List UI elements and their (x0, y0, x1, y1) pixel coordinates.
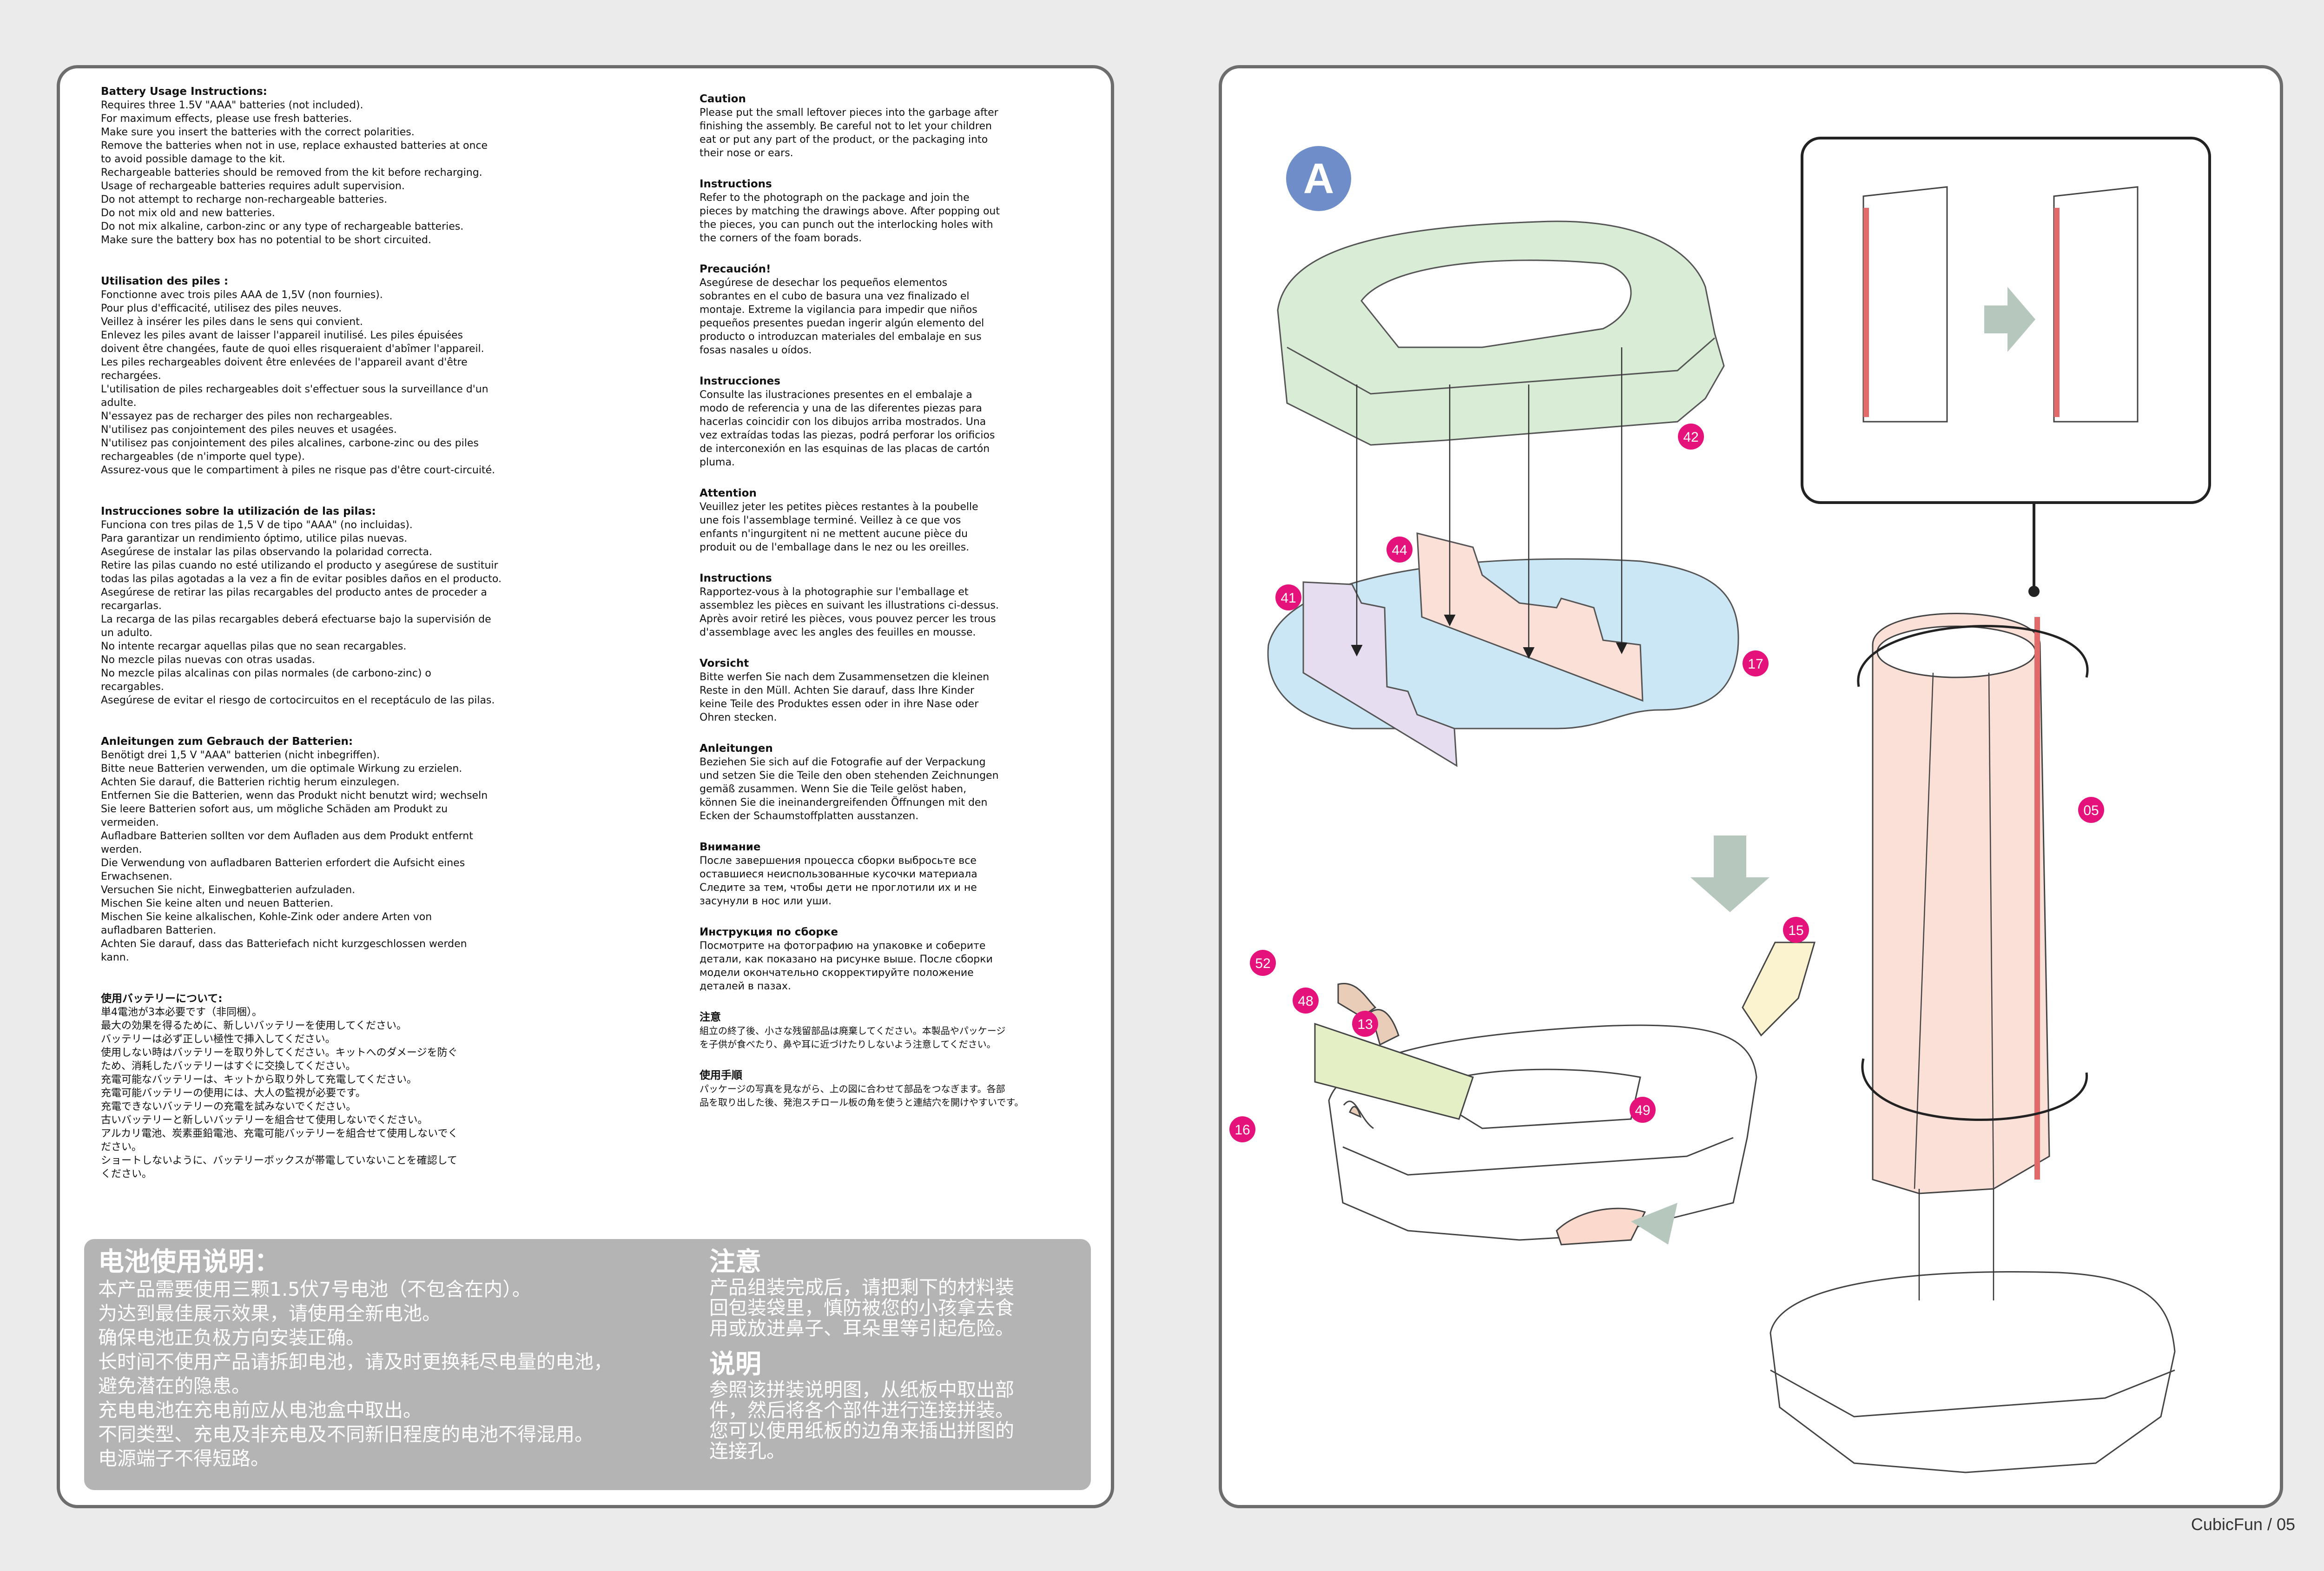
caution-jp: 注意組立の終了後、小さな残留部品は廃棄してください。本製品やパッケージ を子供が… (700, 1011, 1006, 1050)
part-48-tan-piece (1370, 1009, 1400, 1046)
part-15-yellow-piece (1742, 941, 1816, 1037)
inset-dot (2028, 586, 2040, 597)
right-arrow-icon (1984, 287, 2035, 352)
part-42-green-ring (1277, 220, 1725, 446)
svg-text:16: 16 (1235, 1122, 1250, 1138)
battery-column: Battery Usage Instructions:Requires thre… (101, 85, 682, 1209)
part-badge-42: 42 (1678, 424, 1704, 450)
svg-text:05: 05 (2083, 803, 2099, 818)
svg-text:15: 15 (1788, 923, 1803, 938)
battery-fr: Utilisation des piles :Fonctionne avec t… (101, 275, 495, 476)
diagram-panel: A (1219, 65, 2283, 1508)
part-badge-17: 17 (1743, 650, 1769, 676)
svg-text:A: A (1303, 155, 1334, 202)
svg-text:13: 13 (1357, 1017, 1373, 1032)
caution-es: Precaución!Asegúrese de desechar los peq… (700, 263, 984, 356)
down-arrow-icon (1690, 835, 1769, 912)
step-badge: A (1286, 146, 1351, 211)
rotate-arrow-icon (1861, 1058, 2088, 1121)
tower-base (1769, 1189, 2176, 1473)
battery-de: Anleitungen zum Gebrauch der Batterien:B… (101, 736, 488, 963)
part-13-tan-piece (1343, 1100, 1374, 1129)
svg-text:41: 41 (1281, 590, 1296, 606)
chinese-battery: 电池使用说明： 本产品需要使用三颗1.5伏7号电池（不包含在内）。 为达到最佳展… (98, 1247, 613, 1470)
chinese-info-box: 电池使用说明： 本产品需要使用三颗1.5伏7号电池（不包含在内）。 为达到最佳展… (84, 1239, 1091, 1490)
diagonal-arrow-icon (1631, 1203, 1677, 1245)
svg-text:44: 44 (1392, 543, 1407, 558)
part-52-tan-piece (1337, 982, 1377, 1018)
part-13-fill (1349, 1106, 1362, 1118)
battery-es: Instrucciones sobre la utilización de la… (101, 505, 502, 706)
part-badge-48: 48 (1293, 988, 1319, 1014)
battery-jp: 使用バッテリーについて:単4電池が3本必要です（非同梱）。 最大の効果を得るため… (101, 993, 458, 1180)
part-badge-49: 49 (1630, 1097, 1656, 1123)
part-badge-41: 41 (1275, 584, 1301, 610)
part-badge-15: 15 (1783, 917, 1809, 943)
svg-text:49: 49 (1635, 1103, 1650, 1118)
part-05-pink-tower (1872, 613, 2050, 1194)
svg-text:42: 42 (1683, 430, 1698, 445)
rotate-arrow-icon (1857, 625, 2089, 687)
assembly-guide-lines (1351, 347, 1628, 659)
part-49-pink-piece (1556, 1207, 1646, 1246)
part-badge-13: 13 (1352, 1011, 1378, 1037)
text-panel: Battery Usage Instructions:Requires thre… (57, 65, 1114, 1508)
svg-text:48: 48 (1298, 994, 1313, 1009)
part-badge-44: 44 (1386, 537, 1413, 563)
instructions-jp: 使用手順パッケージの写真を見ながら、上の図に合わせて部品をつなぎます。各部 品を… (700, 1069, 1024, 1108)
part-44-pink-wall (1416, 532, 1644, 702)
part-badge-16: 16 (1229, 1116, 1255, 1142)
detail-inset (1801, 137, 2211, 504)
page-footer: CubicFun / 05 (2191, 1515, 2295, 1534)
part-16-green-rail (1314, 1022, 1474, 1120)
svg-text:52: 52 (1255, 956, 1270, 971)
part-badge-05: 05 (2078, 797, 2104, 823)
svg-text:17: 17 (1748, 656, 1763, 672)
battery-en: Battery Usage Instructions:Requires thre… (101, 86, 488, 246)
assembly-diagram: A (1229, 137, 2211, 1473)
part-badge-52: 52 (1250, 950, 1276, 976)
chinese-instructions: 注意 产品组装完成后，请把剩下的材料装 回包装袋里，慎防被您的小孩拿去食 用或放… (709, 1247, 1014, 1462)
part-41-lavender-wall (1302, 581, 1458, 767)
